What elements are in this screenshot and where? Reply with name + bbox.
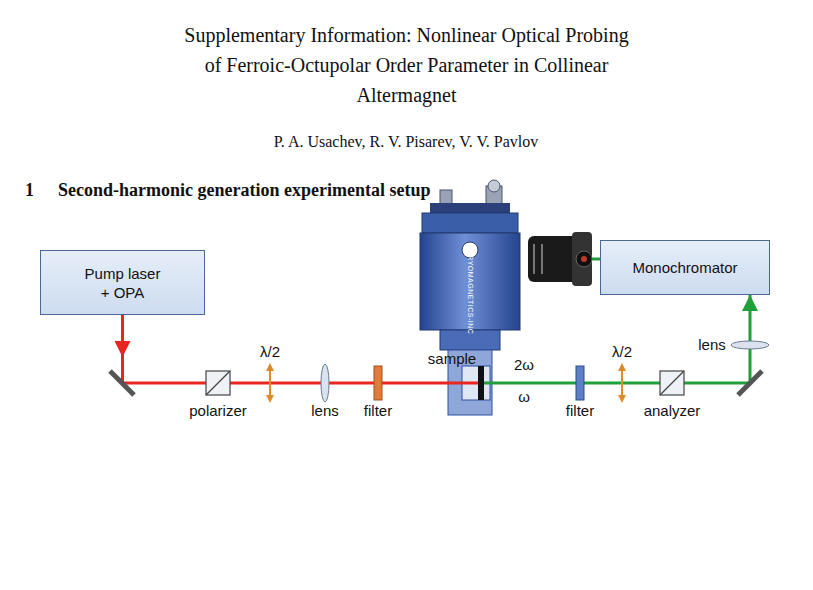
node-body: Monochromator — [632, 258, 737, 277]
title: Supplementary Information: Nonlinear Opt… — [176, 20, 637, 110]
section-heading: Second-harmonic generation experimental … — [58, 180, 430, 201]
authors: P. A. Usachev, R. V. Pisarev, V. V. Pavl… — [274, 133, 539, 151]
logo-text: CRYOMAGNETICS-INC — [467, 250, 474, 335]
arrow-head — [115, 341, 131, 357]
component-label: polarizer — [189, 402, 247, 419]
node-label: Pump laser + OPA — [82, 264, 164, 302]
component-label: λ/2 — [612, 343, 632, 360]
component-label: filter — [364, 402, 392, 419]
node-label: Monochromator — [632, 258, 737, 277]
section-number: 1 — [25, 180, 34, 201]
component-label: analyzer — [644, 402, 701, 419]
beam-label: 2ω — [514, 356, 534, 373]
beam-label: ω — [518, 388, 530, 405]
arrow-head — [742, 295, 758, 311]
beam-path — [115, 295, 759, 383]
component-label: lens — [311, 402, 339, 419]
monochromator-box: Monochromator — [600, 240, 770, 295]
node-body: Pump laser + OPA — [82, 264, 164, 302]
component-label: λ/2 — [260, 343, 280, 360]
component-label: filter — [566, 402, 594, 419]
beam-line — [123, 315, 482, 383]
laser-box: Pump laser + OPA — [40, 250, 205, 315]
component-label: sample — [428, 350, 476, 367]
beam-line — [481, 295, 750, 383]
component-label: lens — [698, 336, 726, 353]
